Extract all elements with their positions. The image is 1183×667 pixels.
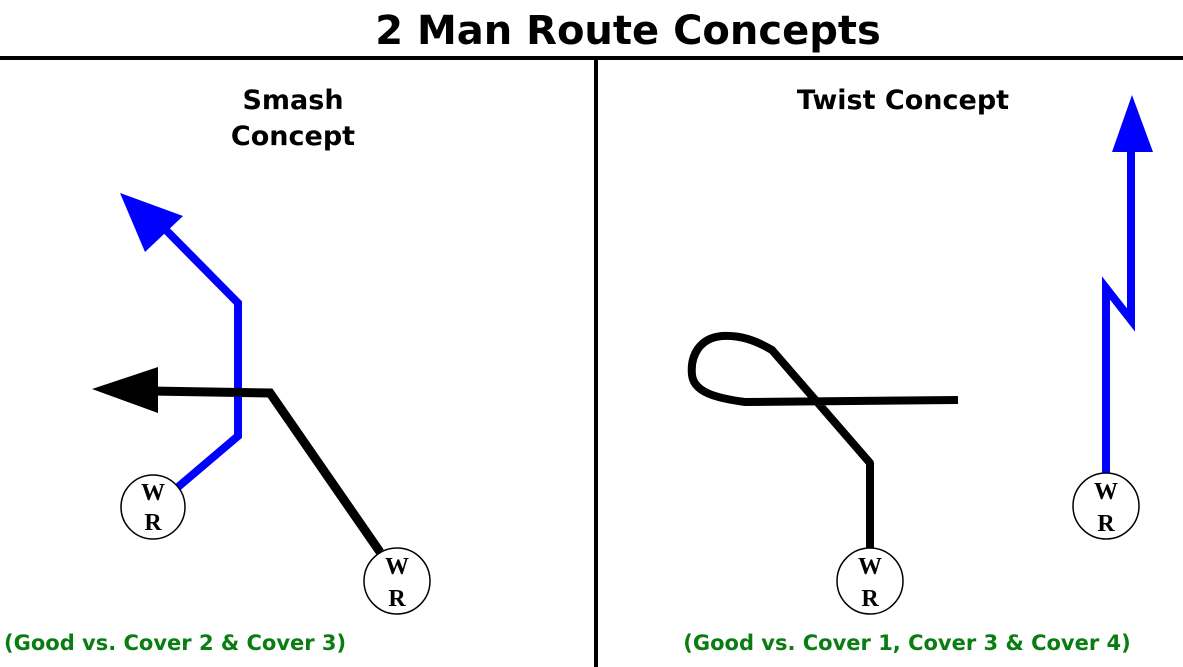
receiver-label-bottom: R [388,586,406,612]
black-arrowhead-icon [92,367,158,413]
twist-coverage-note: (Good vs. Cover 1, Cover 3 & Cover 4) [683,631,1130,655]
blue-arrowhead-icon [1112,95,1153,152]
page-title: 2 Man Route Concepts [375,8,881,54]
black-flat-route [92,367,384,555]
smash-coverage-note: (Good vs. Cover 2 & Cover 3) [4,631,346,655]
blue-stutter-go-route [1102,95,1153,475]
receiver-label-bottom: R [144,510,162,536]
black-twist-route [687,331,959,550]
blue-arrowhead-icon [120,193,183,252]
smash-title-line2: Concept [231,121,355,152]
receiver-wr-3: W R [836,547,904,615]
receiver-label-bottom: R [1097,511,1115,537]
receiver-wr-2: W R [363,547,431,615]
panel-divider [594,58,598,667]
blue-corner-route [120,193,242,491]
receiver-label-top: W [858,554,882,580]
twist-title: Twist Concept [797,85,1009,116]
smash-title-line1: Smash [242,85,343,116]
header-divider [0,56,1183,60]
smash-concept-panel: Smash Concept W R W R (Good vs. Cover 2 … [4,85,431,655]
receiver-label-bottom: R [861,586,879,612]
twist-concept-panel: Twist Concept W R W R (Good vs. Cover 1,… [683,85,1153,655]
receiver-label-top: W [1094,479,1118,505]
receiver-label-top: W [385,554,409,580]
receiver-label-top: W [141,480,165,506]
receiver-wr-1: W R [120,474,186,540]
receiver-wr-4: W R [1072,472,1140,540]
